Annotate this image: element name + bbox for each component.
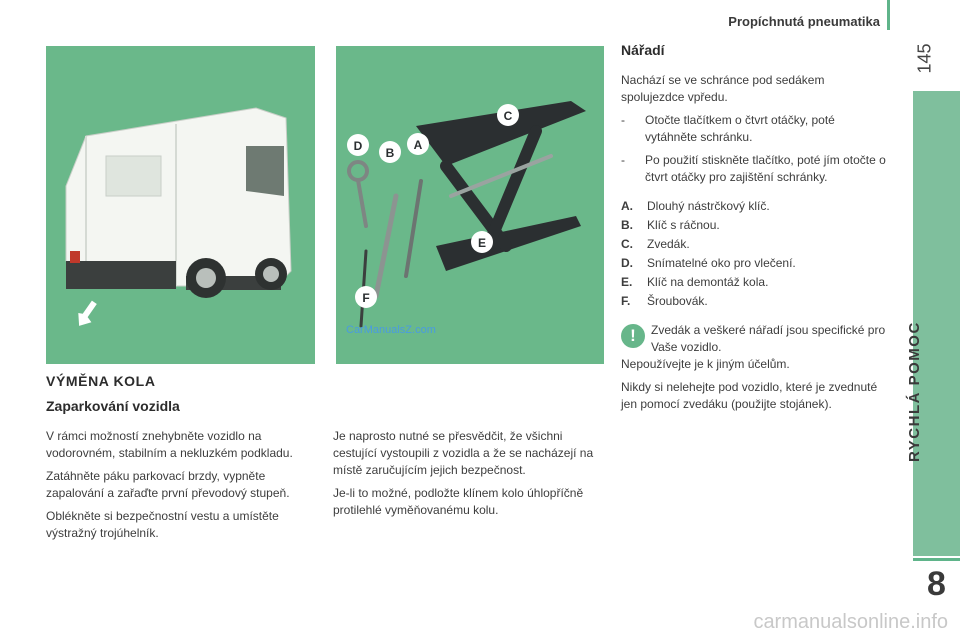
paragraph: Nachází se ve schránce pod sedákem spolu… bbox=[621, 73, 825, 104]
header-rule bbox=[887, 0, 890, 30]
legend-letter: D. bbox=[621, 256, 633, 270]
paragraph: Nepoužívejte je k jiným účelům. bbox=[621, 357, 790, 371]
tool-legend: A. Dlouhý nástrčkový klíč. B. Klíč s ráč… bbox=[621, 198, 886, 310]
paragraph: Je-li to možné, podložte klínem kolo úhl… bbox=[333, 486, 584, 517]
list-item: - Po použití stiskněte tlačítko, poté jí… bbox=[621, 152, 886, 186]
legend-text: Dlouhý nástrčkový klíč. bbox=[647, 199, 770, 213]
tool-label-b: B bbox=[386, 146, 395, 160]
legend-letter: F. bbox=[621, 294, 631, 308]
list-item: - Otočte tlačítkem o čtvrt otáčky, poté … bbox=[621, 112, 886, 146]
tool-label-d: D bbox=[354, 139, 363, 153]
toolkit-drawing: D B A C E F bbox=[347, 101, 586, 328]
warning-icon: ! bbox=[621, 324, 645, 348]
legend-text: Snímatelné oko pro vlečení. bbox=[647, 256, 796, 270]
legend-item: D. Snímatelné oko pro vlečení. bbox=[621, 255, 886, 272]
warning-note: ! Zvedák a veškeré nářadí jsou specifick… bbox=[621, 322, 886, 356]
tools-title: Nářadí bbox=[621, 42, 665, 58]
tools-description: Nachází se ve schránce pod sedákem spolu… bbox=[621, 72, 886, 419]
legend-text: Klíč na demontáž kola. bbox=[647, 275, 769, 289]
list-dash: - bbox=[621, 153, 625, 167]
tool-label-c: C bbox=[504, 109, 513, 123]
subsection-title: Zaparkování vozidla bbox=[46, 398, 180, 414]
page-number: 145 bbox=[914, 43, 935, 74]
chapter-number: 8 bbox=[927, 565, 946, 603]
legend-text: Klíč s ráčnou. bbox=[647, 218, 720, 232]
paragraph: V rámci možností znehybněte vozidlo na v… bbox=[46, 429, 293, 460]
section-title: VÝMĚNA KOLA bbox=[46, 373, 156, 389]
warning-text: Zvedák a veškeré nářadí jsou specifické … bbox=[651, 323, 886, 354]
tool-label-a: A bbox=[414, 138, 423, 152]
legend-letter: E. bbox=[621, 275, 633, 289]
list-text: Otočte tlačítkem o čtvrt otáčky, poté vy… bbox=[645, 113, 835, 144]
tool-label-markers bbox=[347, 104, 519, 308]
running-header: Propíchnutá pneumatika bbox=[728, 14, 880, 29]
legend-item: F. Šroubovák. bbox=[621, 293, 886, 310]
chapter-divider bbox=[913, 558, 960, 561]
chapter-side-tab bbox=[913, 91, 960, 556]
paragraph: Je naprosto nutné se přesvědčit, že všic… bbox=[333, 429, 594, 477]
legend-letter: A. bbox=[621, 199, 633, 213]
parking-instructions-col2: Je naprosto nutné se přesvědčit, že všic… bbox=[333, 428, 601, 525]
paragraph: Nikdy si nelehejte pod vozidlo, které je… bbox=[621, 380, 878, 411]
list-dash: - bbox=[621, 113, 625, 127]
image-watermark: CarManualsZ.com bbox=[346, 324, 436, 336]
legend-letter: C. bbox=[621, 237, 633, 251]
legend-text: Šroubovák. bbox=[647, 294, 708, 308]
paragraph: Oblékněte si bezpečnostní vestu a umístě… bbox=[46, 509, 279, 540]
parking-instructions-col1: V rámci možností znehybněte vozidlo na v… bbox=[46, 428, 316, 548]
legend-item: C. Zvedák. bbox=[621, 236, 886, 253]
legend-letter: B. bbox=[621, 218, 633, 232]
paragraph: Zatáhněte páku parkovací brzdy, vypněte … bbox=[46, 469, 290, 500]
legend-item: B. Klíč s ráčnou. bbox=[621, 217, 886, 234]
van-drawing bbox=[65, 107, 292, 326]
van-rear-illustration bbox=[46, 46, 315, 364]
legend-item: A. Dlouhý nástrčkový klíč. bbox=[621, 198, 886, 215]
chapter-label: RYCHLÁ POMOC bbox=[906, 321, 923, 462]
tool-label-e: E bbox=[478, 236, 486, 250]
list-text: Po použití stiskněte tlačítko, poté jím … bbox=[645, 153, 886, 184]
tool-label-f: F bbox=[362, 291, 369, 305]
footer-watermark: carmanualsonline.info bbox=[753, 611, 948, 633]
legend-text: Zvedák. bbox=[647, 237, 690, 251]
toolkit-illustration: D B A C E F bbox=[336, 46, 604, 364]
legend-item: E. Klíč na demontáž kola. bbox=[621, 274, 886, 291]
